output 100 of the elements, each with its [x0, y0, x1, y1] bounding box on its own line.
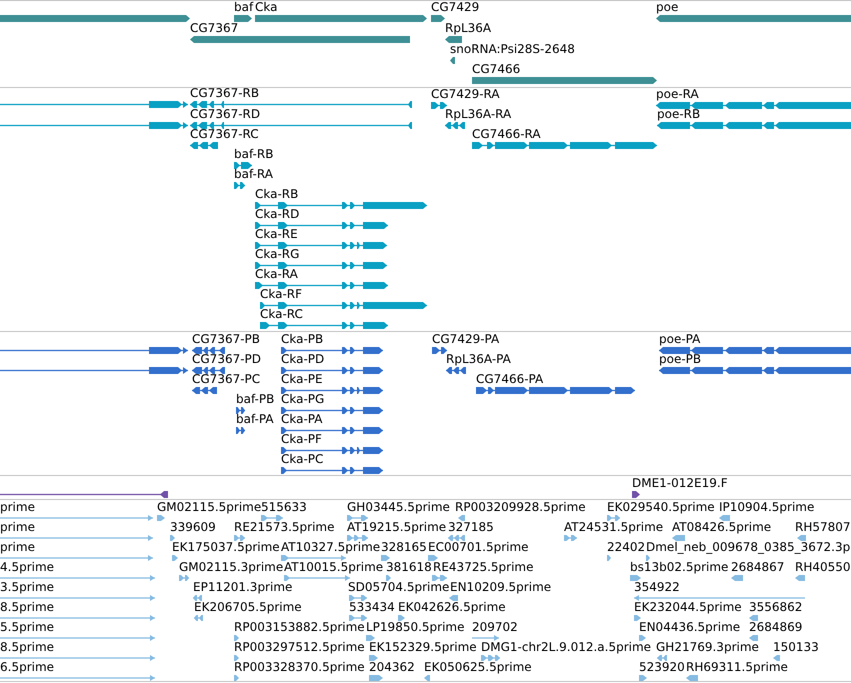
- transcript-label: Cka-RE: [255, 228, 298, 241]
- est-label: EK152329.5prime: [369, 641, 477, 654]
- transcript-label: poe-RA: [656, 88, 699, 101]
- coding-label: poe-PB: [659, 353, 702, 366]
- coding-label: CG7429-PA: [432, 333, 500, 346]
- est-label: SD05704.5prime: [348, 581, 450, 594]
- est-label: RP003209928.5prime: [455, 501, 586, 514]
- gene-label: baf: [234, 1, 254, 14]
- est-label: EN04436.5prime: [639, 621, 740, 634]
- transcript-glyph: [0, 100, 188, 108]
- est-label: GM02115.3prime: [179, 561, 284, 574]
- gene-label: RpL36A: [445, 22, 492, 35]
- coding-label: Cka-PE: [281, 373, 323, 386]
- est-label: 533434: [349, 601, 395, 614]
- est-label: 3556862: [749, 601, 802, 614]
- coding-label: Cka-PB: [281, 333, 324, 346]
- gene-glyph: [0, 14, 190, 22]
- est-label: 2684869: [749, 621, 802, 634]
- est-label: 3.5prime: [0, 581, 54, 594]
- coding-label: Cka-PF: [281, 433, 322, 446]
- gene-label: poe: [656, 1, 678, 14]
- est-label: 523920: [639, 661, 685, 674]
- est-label: 209702: [472, 621, 518, 634]
- est-label: RP003328370.5prime: [234, 661, 365, 674]
- est-label: LP19850.5prime: [366, 621, 465, 634]
- transcript-label: Cka-RG: [255, 248, 300, 261]
- coding-label: Cka-PD: [281, 353, 324, 366]
- est-label: DMG1-chr2L.9.012.a.5prime: [481, 641, 652, 654]
- transcript-label: CG7367-RB: [190, 87, 260, 100]
- coding-label: Cka-PG: [281, 393, 324, 406]
- est-label: RP003153882.5prime: [234, 621, 365, 634]
- est-label: AT08426.5prime: [672, 521, 772, 534]
- transcript-label: Cka-RA: [255, 268, 298, 281]
- transcript-label: CG7429-RA: [431, 88, 500, 101]
- coding-label: Cka-PA: [281, 413, 322, 426]
- coding-label: Cka-PC: [281, 453, 324, 466]
- est-label: 328165: [381, 541, 427, 554]
- est-label: 6.5prime: [0, 661, 54, 674]
- est-label: GH03445.5prime: [347, 501, 450, 514]
- est-label: RP003297512.5prime: [234, 641, 365, 654]
- transcript-label: baf-RA: [234, 168, 273, 181]
- est-label: 5.5prime: [0, 621, 54, 634]
- est-label: bs13b02.5prime: [630, 561, 728, 574]
- est-label: prime: [0, 501, 35, 514]
- transcript-label: baf-RB: [234, 148, 274, 161]
- transcript-label: CG7466-RA: [472, 128, 541, 141]
- est-label: 204362: [369, 661, 415, 674]
- est-label: EK175037.5prime: [172, 541, 280, 554]
- coding-glyph: [0, 366, 188, 374]
- est-label: AT19215.5prime: [347, 521, 446, 534]
- est-label: EK042626.5prime: [398, 601, 506, 614]
- est-label: Dmel_neb_009678_0385_3672.3p: [646, 541, 850, 554]
- est-label: 8.5prime: [0, 641, 54, 654]
- coding-label: CG7367-PB: [192, 333, 260, 346]
- est-label: AT24531.5prime: [564, 521, 664, 534]
- gene-label: snoRNA:Psi28S-2648: [450, 43, 575, 56]
- coding-label: CG7367-PD: [192, 353, 262, 366]
- gene-label: CG7466: [472, 63, 520, 76]
- clone-end-glyph: [0, 490, 168, 498]
- coding-label: baf-PB: [236, 393, 274, 406]
- est-label: prime: [0, 541, 35, 554]
- est-label: GM02115.5prime: [157, 501, 262, 514]
- est-label: RE43725.5prime: [433, 561, 534, 574]
- est-label: 8.5prime: [0, 601, 54, 614]
- est-label: 354922: [634, 581, 680, 594]
- est-label: EP11201.3prime: [193, 581, 292, 594]
- est-label: 515633: [261, 501, 307, 514]
- coding-label: CG7367-PC: [192, 373, 260, 386]
- est-label: 150133: [773, 641, 819, 654]
- est-label: RH69311.5prime: [686, 661, 788, 674]
- coding-glyph: [0, 346, 188, 354]
- est-label: AT10327.5prime: [281, 541, 380, 554]
- est-label: GH21769.3prime: [656, 641, 759, 654]
- est-label: prime: [0, 521, 35, 534]
- est-label: 22402: [607, 541, 646, 554]
- est-label: 4.5prime: [0, 561, 54, 574]
- est-label: RE21573.5prime: [234, 521, 334, 534]
- est-label: 2684867: [731, 561, 784, 574]
- est-label: 327185: [448, 521, 494, 534]
- coding-label: poe-PA: [659, 333, 700, 346]
- transcript-glyph: [0, 122, 188, 128]
- transcript-label: CG7367-RD: [190, 108, 260, 121]
- gene-label: CG7429: [431, 1, 480, 14]
- est-label: EC00701.5prime: [428, 541, 529, 554]
- gene-label: CG7367: [190, 22, 238, 35]
- transcript-label: CG7367-RC: [190, 128, 259, 141]
- gene-label: Cka: [255, 1, 278, 14]
- transcript-label: RpL36A-RA: [445, 108, 512, 121]
- est-label: EK050625.5prime: [424, 661, 532, 674]
- est-label: IP10904.5prime: [719, 501, 814, 514]
- est-label: 381618: [386, 561, 432, 574]
- coding-label: baf-PA: [236, 413, 274, 426]
- est-label: RH40550: [795, 561, 851, 574]
- est-label: EK206705.5prime: [194, 601, 302, 614]
- est-label: 339609: [170, 521, 216, 534]
- transcript-label: poe-RB: [657, 108, 700, 121]
- coding-label: RpL36A-PA: [446, 353, 511, 366]
- transcript-label: Cka-RB: [255, 188, 298, 201]
- est-label: AT10015.5prime: [284, 561, 384, 574]
- transcript-label: Cka-RD: [255, 208, 300, 221]
